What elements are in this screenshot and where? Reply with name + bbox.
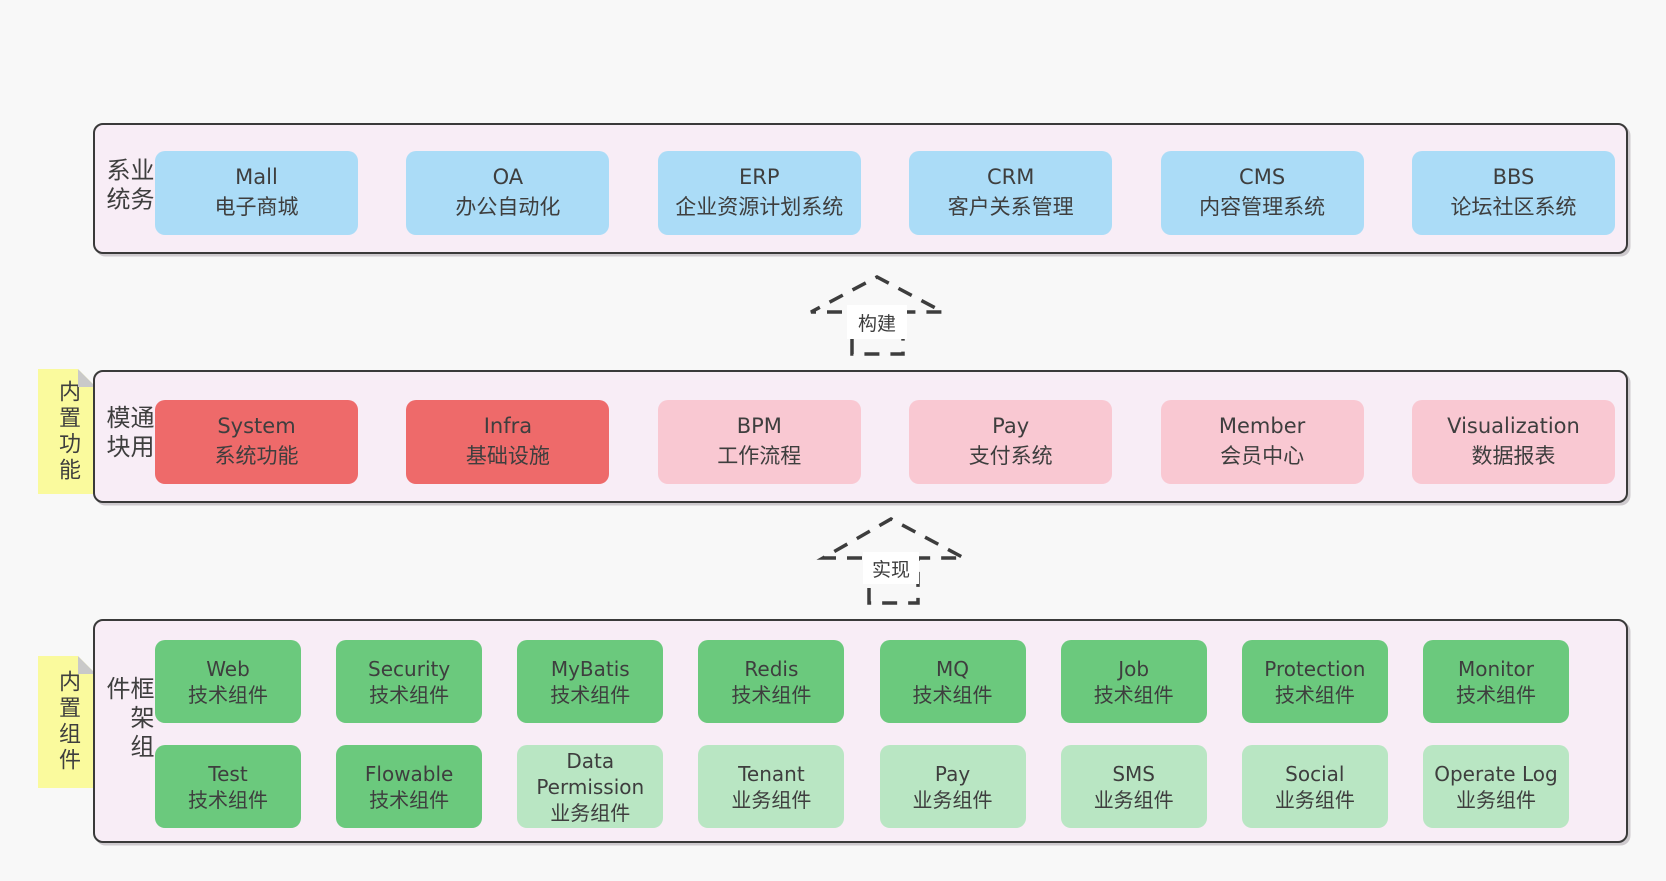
box-subtitle: 工作流程 xyxy=(717,444,802,468)
layer-label-business-systems: 业务系统 xyxy=(102,156,154,215)
box-subtitle: 技术组件 xyxy=(188,682,268,707)
box-subtitle: 办公自动化 xyxy=(455,195,561,219)
box-title: Job xyxy=(1118,656,1150,681)
box-title: ERP xyxy=(739,165,780,190)
box-infra: Infra 基础设施 xyxy=(406,400,610,484)
box-subtitle: 支付系统 xyxy=(968,444,1053,468)
box-title: Redis xyxy=(744,656,799,681)
box-title: Member xyxy=(1218,414,1306,439)
box-subtitle: 技术组件 xyxy=(369,682,450,707)
box-subtitle: 技术组件 xyxy=(550,682,631,707)
layer-common-modules: 通用模块 System 系统功能 Infra 基础设施 BPM 工作流程 Pay 支付系统 Mem… xyxy=(93,370,1628,503)
box-title: MQ xyxy=(936,656,970,681)
box-pay: Pay 支付系统 xyxy=(909,400,1113,484)
box-title: OA xyxy=(492,165,524,190)
box-subtitle: 业务组件 xyxy=(1455,787,1536,812)
box-subtitle: 业务组件 xyxy=(731,787,812,812)
box-title: Pay xyxy=(992,414,1030,439)
box-erp: ERP 企业资源计划系统 xyxy=(657,151,861,235)
box-title: Mall xyxy=(235,165,278,190)
box-title: BBS xyxy=(1492,165,1535,190)
box-oa: OA 办公自动化 xyxy=(406,151,610,235)
box-subtitle: 电子商城 xyxy=(214,195,299,219)
box-subtitle: 客户关系管理 xyxy=(947,195,1074,219)
box-title: CMS xyxy=(1239,165,1286,190)
box-subtitle: 技术组件 xyxy=(912,682,993,707)
box-title: MyBatis xyxy=(550,656,630,681)
sticky-note-framework-components: 内置组件 xyxy=(38,656,96,788)
box-visualization: Visualization 数据报表 xyxy=(1412,400,1615,484)
box-subtitle: 业务组件 xyxy=(1093,787,1174,812)
box-title: Tenant xyxy=(738,761,805,786)
layer-label-common-modules: 通用模块 xyxy=(102,404,154,463)
box-subtitle: 业务组件 xyxy=(912,787,993,812)
box-bpm: BPM 工作流程 xyxy=(657,400,861,484)
sticky-note-label: 内置组件 xyxy=(55,670,80,774)
box-subtitle: 数据报表 xyxy=(1471,444,1556,468)
box-title: Pay xyxy=(934,761,971,786)
box-title: CRM xyxy=(987,165,1035,190)
box-subtitle: 业务组件 xyxy=(550,800,631,825)
build-arrow-label: 构建 xyxy=(847,305,907,339)
box-subtitle: 技术组件 xyxy=(188,787,268,812)
box-title: Monitor xyxy=(1457,656,1534,681)
box-subtitle: 业务组件 xyxy=(1274,787,1355,812)
box-title: Test xyxy=(208,761,248,786)
box-subtitle: 技术组件 xyxy=(1093,682,1174,707)
box-bbs: BBS 论坛社区系统 xyxy=(1412,151,1615,235)
box-title: Data Permission xyxy=(536,748,645,799)
box-subtitle: 技术组件 xyxy=(731,682,812,707)
box-subtitle: 论坛社区系统 xyxy=(1450,195,1577,219)
layer-label-framework-components: 框架组件 xyxy=(102,676,154,763)
box-system: System 系统功能 xyxy=(155,400,358,484)
box-subtitle: 技术组件 xyxy=(369,787,450,812)
box-title: Visualization xyxy=(1447,414,1580,439)
box-cms: CMS 内容管理系统 xyxy=(1160,151,1364,235)
box-title: Flowable xyxy=(364,761,454,786)
box-member: Member 会员中心 xyxy=(1160,400,1364,484)
box-title: System xyxy=(217,414,296,439)
box-title: Web xyxy=(206,656,250,681)
box-subtitle: 技术组件 xyxy=(1455,682,1536,707)
box-title: Social xyxy=(1285,761,1345,786)
box-crm: CRM 客户关系管理 xyxy=(909,151,1113,235)
sticky-note-label: 内置功能 xyxy=(55,379,80,484)
box-mall: Mall 电子商城 xyxy=(155,151,358,235)
sticky-note-common-modules: 内置功能 xyxy=(38,369,96,494)
box-subtitle: 内容管理系统 xyxy=(1199,195,1326,219)
box-title: Operate Log xyxy=(1434,761,1558,786)
box-subtitle: 技术组件 xyxy=(1274,682,1355,707)
box-subtitle: 企业资源计划系统 xyxy=(675,195,844,219)
implement-arrow-label: 实现 xyxy=(863,552,919,584)
box-title: Infra xyxy=(483,414,533,439)
box-subtitle: 系统功能 xyxy=(214,444,299,468)
box-title: BPM xyxy=(736,414,782,439)
box-subtitle: 会员中心 xyxy=(1220,444,1305,468)
box-title: Security xyxy=(368,656,451,681)
box-title: SMS xyxy=(1112,761,1156,786)
box-title: Protection xyxy=(1264,656,1366,681)
box-subtitle: 基础设施 xyxy=(465,444,550,468)
